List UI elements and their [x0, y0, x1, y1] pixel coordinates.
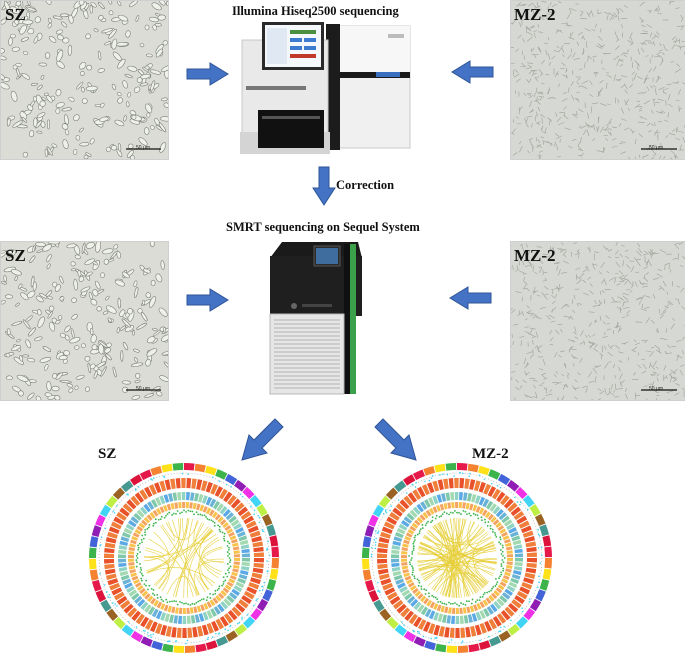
- scale-bar-label: 50 μm: [136, 386, 150, 392]
- arrow-left-top: [451, 60, 494, 84]
- micrograph-sz-middle: 50 μm: [0, 241, 169, 401]
- scale-bar-label: 50 μm: [136, 145, 150, 151]
- circos-plot-sz: [89, 463, 279, 653]
- label-mz2-top: MZ-2: [514, 5, 556, 24]
- correction-label: Correction: [336, 178, 395, 192]
- arrow-right-middle: [186, 288, 229, 312]
- arrow-down-left: [241, 418, 284, 461]
- label-sz-circos: SZ: [98, 446, 117, 462]
- title-illumina: Illumina Hiseq2500 sequencing: [232, 4, 399, 18]
- title-smrt: SMRT sequencing on Sequel System: [226, 220, 420, 234]
- micrograph-sz-image: [1, 242, 168, 400]
- illumina-sequencer-image: [240, 22, 411, 154]
- micrograph-mz2-image: [511, 1, 685, 159]
- scale-bar-label: 50 μm: [649, 386, 663, 392]
- arrow-down-right: [374, 418, 417, 461]
- label-sz-middle: SZ: [5, 246, 26, 265]
- arrow-down-correction: [312, 166, 336, 206]
- scale-bar-label: 50 μm: [649, 145, 663, 151]
- arrow-left-middle: [449, 286, 492, 310]
- label-sz-top: SZ: [5, 5, 26, 24]
- micrograph-mz2-top: 50 μm: [510, 0, 685, 160]
- micrograph-sz-top: 50 μm: [0, 0, 169, 160]
- circos-plot-mz2: [362, 463, 552, 653]
- label-mz2-circos: MZ-2: [472, 446, 509, 462]
- micrograph-mz2-middle: 50 μm: [510, 241, 685, 401]
- micrograph-mz2-image: [511, 242, 685, 400]
- arrow-right-top: [186, 62, 229, 86]
- sequel-sequencer-image: [269, 242, 362, 395]
- label-mz2-middle: MZ-2: [514, 246, 556, 265]
- micrograph-sz-image: [1, 1, 168, 159]
